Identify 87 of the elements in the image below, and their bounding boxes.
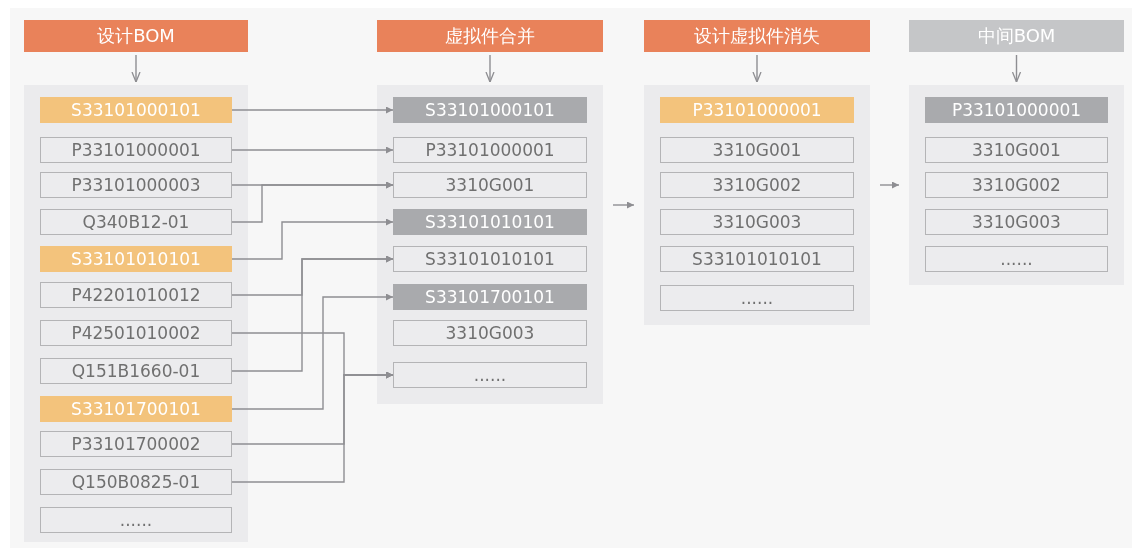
part-box	[40, 320, 232, 346]
part-box	[393, 362, 587, 388]
part-code: S33101700101	[425, 287, 555, 307]
part-code: S33101010101	[425, 212, 555, 232]
part-code: 3310G003	[972, 212, 1061, 232]
part-box	[925, 209, 1108, 235]
part-code: 设计虚拟件消失	[694, 24, 820, 48]
part-code: ......	[473, 365, 507, 385]
column-panel	[909, 85, 1124, 285]
part-box	[40, 358, 232, 384]
part-code: 3310G001	[712, 140, 802, 160]
part-code: S33101700101	[71, 399, 201, 419]
part-box	[40, 431, 232, 457]
part-code: P33101000001	[692, 100, 822, 120]
part-box	[660, 209, 854, 235]
arrow	[485, 54, 495, 83]
part-code: 3310G003	[712, 212, 802, 232]
part-code: S33101000101	[425, 100, 555, 120]
part-code: 3310G002	[712, 175, 802, 195]
arrow	[612, 201, 635, 209]
part-code: S33101010101	[692, 249, 822, 269]
stage-header	[24, 20, 248, 52]
part-code: Q151B1660-01	[71, 361, 201, 381]
arrow	[231, 181, 394, 223]
part-code: P33101000001	[425, 140, 555, 160]
stage-header	[377, 20, 603, 52]
part-box	[393, 137, 587, 163]
part-code: P42201010012	[71, 285, 201, 305]
part-box	[925, 246, 1108, 272]
part-code: P33101700002	[71, 434, 201, 454]
part-code: P33101000003	[71, 175, 201, 195]
part-code: P33101000001	[951, 100, 1082, 120]
column-panel	[24, 85, 248, 542]
stage-header	[644, 20, 870, 52]
part-box	[660, 97, 854, 123]
part-box	[660, 137, 854, 163]
part-box	[925, 137, 1108, 163]
part-box	[393, 209, 587, 235]
part-box	[660, 285, 854, 311]
part-box	[393, 97, 587, 123]
part-code: 设计BOM	[97, 24, 175, 48]
part-box	[40, 246, 232, 272]
column-panel	[377, 85, 603, 404]
part-code: 3310G001	[972, 140, 1061, 160]
arrow	[231, 146, 394, 154]
part-box	[40, 507, 232, 533]
part-code: ......	[119, 510, 153, 530]
part-box	[660, 246, 854, 272]
part-box	[40, 209, 232, 235]
part-code: 3310G001	[445, 175, 535, 195]
part-code: 虚拟件合并	[445, 24, 535, 48]
part-code: 3310G003	[445, 323, 535, 343]
part-code: ......	[740, 288, 774, 308]
arrow	[752, 54, 762, 83]
stage-header	[909, 20, 1124, 52]
arrow	[231, 293, 394, 410]
part-box	[393, 284, 587, 310]
part-code: ......	[1000, 249, 1033, 269]
arrow	[231, 255, 394, 372]
column-panel	[644, 85, 870, 325]
part-box	[40, 172, 232, 198]
part-code: S33101000101	[71, 100, 201, 120]
part-box	[40, 282, 232, 308]
part-box	[925, 172, 1108, 198]
part-code: P42501010002	[71, 323, 201, 343]
arrow	[879, 181, 900, 189]
arrow	[1011, 54, 1022, 83]
part-box	[925, 97, 1108, 123]
arrow	[231, 218, 394, 260]
part-code: Q150B0825-01	[71, 472, 201, 492]
arrow	[231, 106, 394, 114]
part-box	[393, 320, 587, 346]
part-box	[393, 246, 587, 272]
part-box	[660, 172, 854, 198]
part-box	[40, 469, 232, 495]
part-code: 中间BOM	[977, 24, 1056, 48]
part-code: P33101000001	[71, 140, 201, 160]
part-box	[40, 97, 232, 123]
part-box	[393, 172, 587, 198]
part-box	[40, 396, 232, 422]
arrow	[131, 54, 141, 83]
part-box	[40, 137, 232, 163]
part-code: 3310G002	[972, 175, 1061, 195]
arrow	[231, 371, 394, 483]
part-code: S33101010101	[71, 249, 201, 269]
part-code: Q340B12-01	[82, 212, 190, 232]
part-code: S33101010101	[425, 249, 555, 269]
